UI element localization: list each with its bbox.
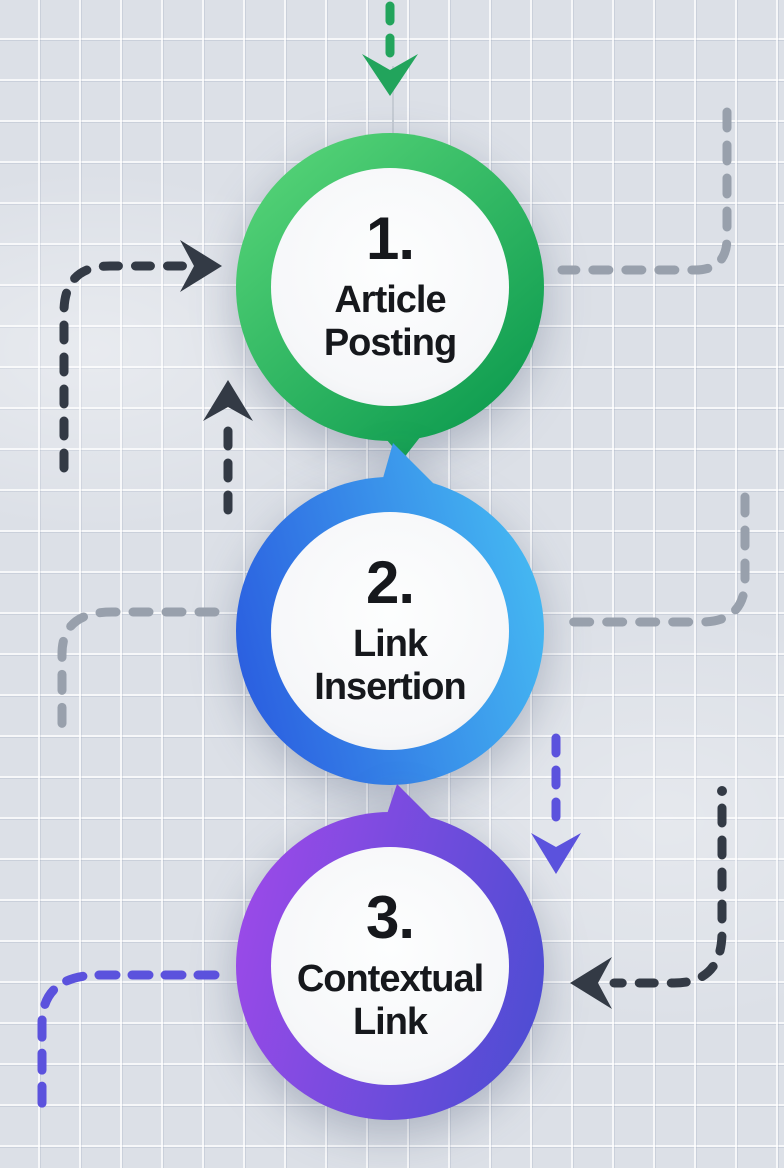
step-3-number: 3.: [365, 883, 415, 951]
step-3-ring: [236, 784, 544, 1120]
dark-left-arrow-line: [609, 803, 727, 988]
step-1-label: Article Posting: [323, 278, 457, 364]
step-1-text: 1. Article Posting: [280, 177, 500, 397]
dark-right-arrow: [59, 240, 222, 473]
step-2-label: Link Insertion: [314, 622, 466, 708]
dark-left-arrow: [570, 786, 727, 1009]
step-1-inner-circle: [271, 168, 509, 406]
step-3-text: 3. Contextual Link: [280, 856, 500, 1076]
step-2-badge: 2. Link Insertion: [225, 431, 555, 801]
step-2-inner-circle: [271, 512, 509, 750]
dark-right-arrowhead-icon: [180, 240, 222, 292]
step-1-number: 1.: [365, 204, 415, 272]
step-1-badge: 1. Article Posting: [225, 127, 555, 497]
green-down-arrowhead-icon: [362, 54, 418, 96]
dark-left-arrow-start-dot: [717, 786, 727, 796]
gray-elbow-top-right: [557, 107, 732, 275]
step-3-label: Contextual Link: [296, 957, 484, 1043]
step-2-text: 2. Link Insertion: [280, 521, 500, 741]
gray-elbow-mid-right: [563, 492, 750, 627]
step-2-number: 2.: [365, 548, 415, 616]
dark-left-arrowhead-icon: [570, 957, 612, 1009]
step-1-ring: [236, 133, 544, 459]
green-down-arrow: [362, 1, 418, 96]
purple-elbow-bottom-left: [37, 970, 220, 1109]
step-3-badge: 3. Contextual Link: [225, 766, 555, 1136]
step-3-inner-circle: [271, 847, 509, 1085]
step-2-ring: [236, 443, 544, 785]
gray-elbow-mid-left: [57, 607, 220, 733]
dark-right-arrow-line: [59, 261, 197, 473]
